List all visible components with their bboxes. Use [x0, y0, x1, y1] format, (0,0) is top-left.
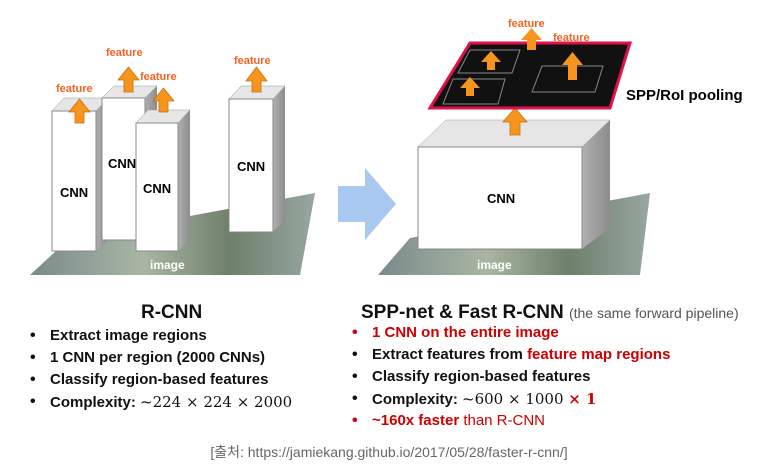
bullet-text: 1 CNN per region (2000 CNNs) — [50, 349, 266, 366]
feature-label: feature — [508, 18, 545, 30]
bullet-item: Extract features from feature map region… — [350, 344, 670, 366]
feature-arrow: feature — [553, 32, 590, 80]
roi-region — [442, 78, 506, 105]
roi-region — [457, 49, 521, 74]
spp-bullets: 1 CNN on the entire image Extract featur… — [350, 322, 670, 432]
source-caption: [출처: https://jamiekang.github.io/2017/05… — [210, 444, 568, 460]
feature-arrow: feature — [106, 47, 143, 93]
feature-arrow: feature — [234, 55, 271, 93]
bullet-text: Extract image regions — [50, 327, 207, 344]
cnn-label: CNN — [487, 191, 515, 206]
cnn-box-large: CNN — [417, 119, 611, 250]
cnn-label: CNN — [143, 181, 171, 196]
image-label-right: image — [477, 258, 512, 272]
bullet-text: 1 CNN on the entire image — [372, 324, 559, 341]
bullet-text: Complexity: — [50, 394, 141, 411]
rcnn-title-text: R-CNN — [141, 302, 203, 323]
spp-subtitle: (the same forward pipeline) — [568, 305, 739, 321]
complexity-value: ~600 × 1000 — [462, 390, 569, 408]
bullet-text: Classify region-based features — [50, 371, 269, 388]
spp-fast-rcnn-diagram: image CNN feature — [378, 18, 743, 275]
bullet-text: Complexity: — [372, 391, 463, 408]
bullet-item: Classify region-based features — [350, 366, 670, 388]
rcnn-title: R-CNN — [141, 302, 202, 324]
feature-label: feature — [140, 71, 177, 83]
bullet-text: than R-CNN — [459, 412, 546, 429]
highlight-text: ~160x faster — [372, 412, 460, 429]
spp-title: SPP-net & Fast R-CNN (the same forward p… — [361, 302, 739, 324]
highlight-text: feature map regions — [527, 346, 671, 363]
highlight-text: × 1 — [568, 390, 597, 408]
spp-title-text: SPP-net & Fast R-CNN — [361, 302, 564, 323]
rcnn-bullets: Extract image regions 1 CNN per region (… — [28, 325, 292, 413]
bullet-item: Classify region-based features — [28, 369, 292, 391]
feature-label: feature — [234, 55, 271, 67]
cnn-label: CNN — [60, 185, 88, 200]
bullet-item: ~160x faster than R-CNN — [350, 410, 670, 432]
cnn-label: CNN — [108, 156, 136, 171]
feature-arrow: feature — [56, 83, 93, 124]
feature-label: feature — [553, 32, 590, 44]
feature-label: feature — [106, 47, 143, 59]
feature-label: feature — [56, 83, 93, 95]
bullet-item: 1 CNN per region (2000 CNNs) — [28, 347, 292, 369]
bullet-item: Extract image regions — [28, 325, 292, 347]
bullet-text: Classify region-based features — [372, 368, 591, 385]
feature-map: feature feature — [427, 18, 633, 110]
feature-arrow — [460, 77, 480, 96]
feature-arrow — [502, 107, 528, 136]
feature-arrow — [481, 51, 501, 70]
cnn-box: CNN — [228, 85, 286, 233]
cnn-label: CNN — [237, 159, 265, 174]
feature-arrow: feature — [508, 18, 545, 50]
bullet-item: 1 CNN on the entire image — [350, 322, 670, 344]
bullet-item: Complexity: ~224 × 224 × 2000 — [28, 391, 292, 413]
cnn-box: CNN — [135, 109, 191, 252]
transition-arrow — [338, 168, 396, 240]
roi-region — [531, 65, 604, 93]
rcnn-diagram: image CNN CNN CNN CNN — [30, 47, 315, 275]
bullet-item: Complexity: ~600 × 1000 × 1 — [350, 388, 670, 410]
bullet-text: Extract features from — [372, 346, 528, 363]
image-label-left: image — [150, 258, 185, 272]
complexity-value: ~224 × 224 × 2000 — [140, 393, 293, 411]
pooling-label: SPP/RoI pooling — [626, 87, 743, 104]
feature-arrow: feature — [140, 71, 177, 113]
